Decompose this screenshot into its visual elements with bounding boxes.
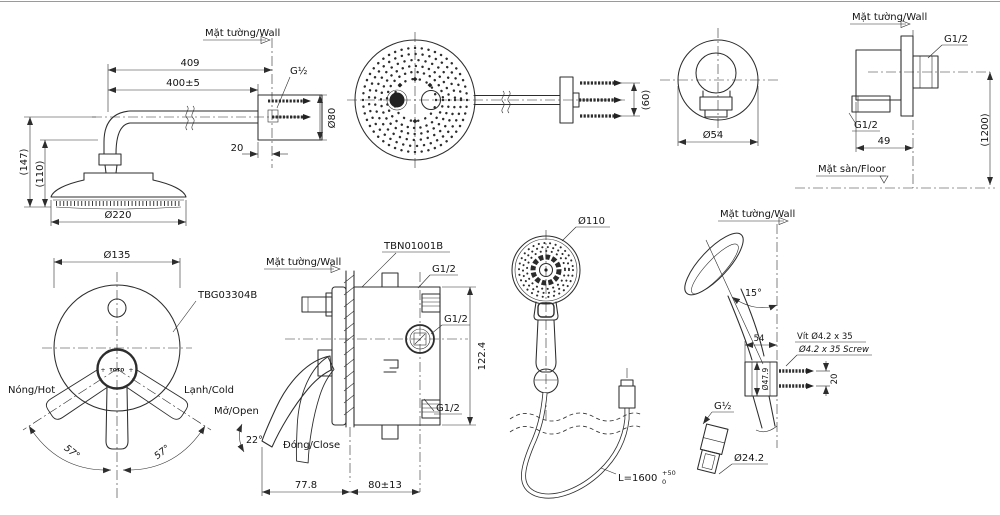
- dim-head-dia: Ø110: [578, 215, 605, 227]
- angle-right: 57°: [152, 443, 172, 462]
- wall-label: Mặt tường/Wall: [205, 27, 280, 39]
- hot-label: Nóng/Hot: [8, 384, 55, 396]
- nozzle-dark-port: [389, 92, 405, 108]
- valve-front-view: Ø135 TBG03304B TOTO + + 57° 57° Nóng/Hot…: [8, 249, 257, 500]
- brand-logo: TOTO: [110, 368, 125, 374]
- angle-left: 57°: [62, 443, 82, 462]
- dim-flange-dia: Ø80: [326, 108, 338, 129]
- close-label: Đóng/Close: [283, 439, 340, 451]
- hose-tol-upper: +50: [662, 469, 676, 477]
- elbow-side-view: Mặt tường/Wall G1/2 G1/2 49 (1200) Mặt s…: [795, 11, 995, 189]
- dim-wall-gap: 20: [231, 143, 244, 154]
- dim-body-height: 122.4: [477, 342, 488, 371]
- nozzle-open-port: [420, 89, 442, 111]
- handshower-front-view: Ø110 L=1600 +50 0: [509, 215, 676, 499]
- dim-screw-gap: 20: [830, 374, 840, 385]
- dim-floor-height: (1200): [980, 113, 991, 146]
- model-label: TBG03304B: [197, 290, 257, 301]
- overhead-shower-side-view: Mặt tường/Wall 409 400±5 (147) (110): [19, 27, 338, 226]
- handle-knob: [96, 348, 138, 390]
- model-label: TBN01001B: [383, 241, 443, 252]
- open-label: Mở/Open: [214, 405, 259, 417]
- thread-top-label: G1/2: [944, 34, 968, 45]
- dim-front-depth: 77.8: [295, 480, 317, 491]
- thread-label: G½: [714, 400, 732, 412]
- handshower-side-view: Mặt tường/Wall 15° 54 Ø47.9 Vít Ø4.2 x 3…: [684, 208, 872, 475]
- dim-total-height: (147): [19, 148, 30, 175]
- tilt-angle: 15°: [745, 288, 762, 299]
- hose-length-label: L=1600: [618, 473, 657, 484]
- dim-screw-span: (60): [641, 90, 652, 111]
- dim-head-dia: Ø220: [105, 209, 132, 221]
- wall-label: Mặt tường/Wall: [266, 256, 341, 268]
- wall-label: Mặt tường/Wall: [720, 208, 795, 220]
- dim-elbow-dia: Ø54: [703, 129, 724, 141]
- thread-top-label: G1/2: [432, 264, 456, 275]
- dim-arm-length: 409: [180, 58, 199, 69]
- valve-side-view: TBN01001B Mặt tường/Wall Mở/Open Đóng/Cl…: [214, 241, 488, 496]
- dim-wall-depth: 80±13: [368, 480, 402, 491]
- angle-close: 22°: [246, 435, 263, 446]
- screw-label-vi: Vít Ø4.2 x 35: [797, 331, 853, 342]
- thread-bottom-label: G1/2: [854, 120, 878, 131]
- screw-label-en: Ø4.2 x 35 Screw: [798, 344, 869, 355]
- dim-head-height: (110): [35, 160, 46, 187]
- thread-label: G½: [290, 65, 308, 77]
- floor-label: Mặt sàn/Floor: [818, 163, 887, 175]
- knob-mark-right: +: [128, 367, 133, 374]
- dim-nut-dia: Ø24.2: [734, 452, 764, 464]
- cold-label: Lạnh/Cold: [184, 385, 234, 396]
- dim-depth: 49: [878, 136, 891, 147]
- thread-bottom-label: G1/2: [436, 403, 460, 414]
- thread-mid-label: G1/2: [444, 314, 468, 325]
- wall-label: Mặt tường/Wall: [852, 11, 927, 23]
- dim-plate-dia: Ø135: [104, 249, 131, 261]
- elbow-front-view: Ø54: [660, 28, 778, 146]
- hose-tol-lower: 0: [662, 478, 666, 486]
- knob-mark-left: +: [100, 367, 105, 374]
- dim-holder-dia: Ø47.9: [761, 367, 770, 390]
- overhead-shower-face-view: (60): [347, 32, 652, 168]
- dim-arm-length-tol: 400±5: [166, 78, 200, 89]
- dim-holder-offset: 54: [754, 334, 765, 344]
